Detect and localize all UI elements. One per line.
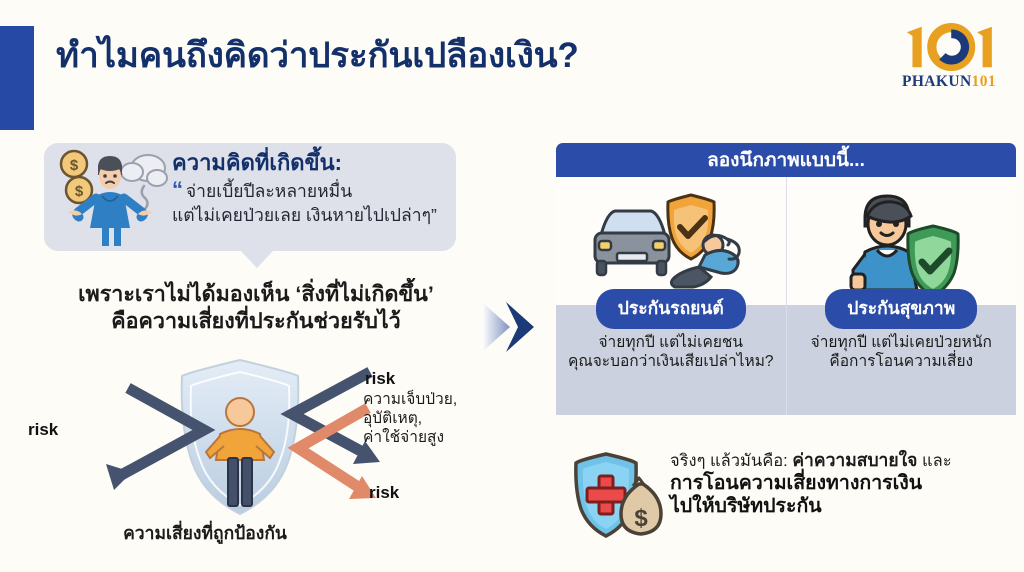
quote-bubble-tail	[240, 250, 274, 268]
conclusion-line-2: การโอนความเสี่ยงทางการเงิน	[670, 471, 923, 494]
svg-text:$: $	[634, 505, 648, 532]
conclusion-emphasis: ค่าความสบายใจ	[792, 450, 918, 470]
risk-label-left: risk	[28, 420, 59, 439]
logo-word-main: PHAKUN	[901, 73, 972, 90]
svg-text:$: $	[75, 183, 84, 200]
card-health-icon-area	[786, 177, 1016, 305]
risk-arrow-top-right	[280, 367, 373, 461]
risk-detail-list: ความเจ็บป่วย, อุบัติเหตุ, ค่าใช้จ่ายสูง	[363, 391, 483, 448]
title-accent-bar	[0, 26, 34, 130]
conclusion-line-3: ไปให้บริษัทประกัน	[670, 495, 822, 518]
insurance-cards: ประกันรถยนต์ จ่ายทุกปี แต่ไม่เคยชน คุณจะ…	[556, 177, 1016, 415]
confused-person-with-coins-icon: $ $	[59, 149, 168, 246]
quote-heading: ความคิดที่เกิดขึ้น:	[172, 150, 342, 175]
quote-line-1: “ จ่ายเบี้ยปีละหลายหมื่น	[172, 177, 462, 204]
card-health-caption-line-2: คือการโอนความเสี่ยง	[829, 353, 974, 371]
logo-wordmark: PHAKUN101	[902, 73, 996, 91]
card-health-caption: จ่ายทุกปี แต่ไม่เคยป่วยหนัก คือการโอนควา…	[807, 333, 996, 371]
risk-arrow-left	[109, 383, 216, 485]
conclusion-tail: และ	[922, 452, 952, 470]
lead-line-2: คือความเสี่ยงที่ประกันช่วยรับไว้	[111, 309, 401, 334]
card-car-insurance[interactable]: ประกันรถยนต์ จ่ายทุกปี แต่ไม่เคยชน คุณจะ…	[556, 177, 786, 415]
risk-label-top-right: risk	[365, 369, 396, 388]
quote-line-2: แต่ไม่เคยป่วยเลย เงินหายไปเปล่าๆ”	[172, 204, 437, 225]
card-car-caption-line-2: คุณจะบอกว่าเงินเสียเปล่าไหม?	[567, 353, 774, 371]
health-shield-money-bag-icon: $	[574, 452, 663, 538]
car-shield-icon	[593, 193, 741, 289]
card-health-caption-line-1: จ่ายทุกปี แต่ไม่เคยป่วยหนัก	[810, 334, 992, 351]
lead-line-1: เพราะเราไม่ได้มองเห็น ‘สิ่งที่ไม่เกิดขึ้…	[78, 282, 434, 306]
person-health-shield-icon	[849, 194, 960, 294]
risk-detail-line-1: ความเจ็บป่วย,	[363, 391, 458, 408]
quote-mark-icon: “	[172, 176, 183, 202]
brand-logo: PHAKUN101	[890, 16, 1008, 98]
logo-word-suffix: 101	[971, 73, 996, 90]
quote-line-1-text: จ่ายเบี้ยปีละหลายหมื่น	[185, 180, 353, 201]
card-health-insurance[interactable]: ประกันสุขภาพ จ่ายทุกปี แต่ไม่เคยป่วยหนัก…	[785, 177, 1016, 415]
conclusion-block: $ จริงๆ แล้วมันคือ: ค่าความสบายใจ และ กา…	[562, 446, 1022, 546]
svg-text:$: $	[70, 157, 79, 174]
card-health-caption-area: ประกันสุขภาพ จ่ายทุกปี แต่ไม่เคยป่วยหนัก…	[786, 289, 1016, 415]
imagine-panel: ลองนึกภาพแบบนี้...	[556, 143, 1016, 415]
card-car-caption: จ่ายทุกปี แต่ไม่เคยชน คุณจะบอกว่าเงินเสี…	[564, 333, 778, 371]
card-car-caption-area: ประกันรถยนต์ จ่ายทุกปี แต่ไม่เคยชน คุณจะ…	[556, 289, 786, 415]
imagine-panel-heading: ลองนึกภาพแบบนี้...	[556, 143, 1016, 177]
shield-protection-diagram	[106, 358, 380, 516]
shield-caption: ความเสี่ยงที่ถูกป้องกัน	[123, 523, 287, 543]
risk-detail-line-2: อุบัติเหตุ,	[363, 409, 423, 427]
logo-101-mark	[906, 23, 992, 71]
quote-text-block: ความคิดที่เกิดขึ้น: “ จ่ายเบี้ยปีละหลายห…	[172, 150, 462, 226]
risk-arrow-bottom-right	[287, 403, 371, 497]
card-car-caption-line-1: จ่ายทุกปี แต่ไม่เคยชน	[598, 334, 744, 351]
card-car-icon-area	[556, 177, 786, 305]
conclusion-lead: จริงๆ แล้วมันคือ:	[670, 452, 788, 470]
risk-detail-line-3: ค่าใช้จ่ายสูง	[363, 428, 445, 446]
conclusion-text: จริงๆ แล้วมันคือ: ค่าความสบายใจ และ การโ…	[670, 450, 1022, 519]
conclusion-line-1: จริงๆ แล้วมันคือ: ค่าความสบายใจ และ	[670, 450, 1022, 472]
lead-statement: เพราะเราไม่ได้มองเห็น ‘สิ่งที่ไม่เกิดขึ้…	[46, 281, 466, 335]
page-title: ทำไมคนถึงคิดว่าประกันเปลืองเงิน?	[56, 36, 579, 75]
badge-car-insurance[interactable]: ประกันรถยนต์	[595, 289, 746, 329]
badge-health-insurance[interactable]: ประกันสุขภาพ	[825, 289, 978, 329]
risk-label-bottom-right: risk	[369, 483, 400, 502]
chevron-right-double-icon	[482, 302, 534, 352]
